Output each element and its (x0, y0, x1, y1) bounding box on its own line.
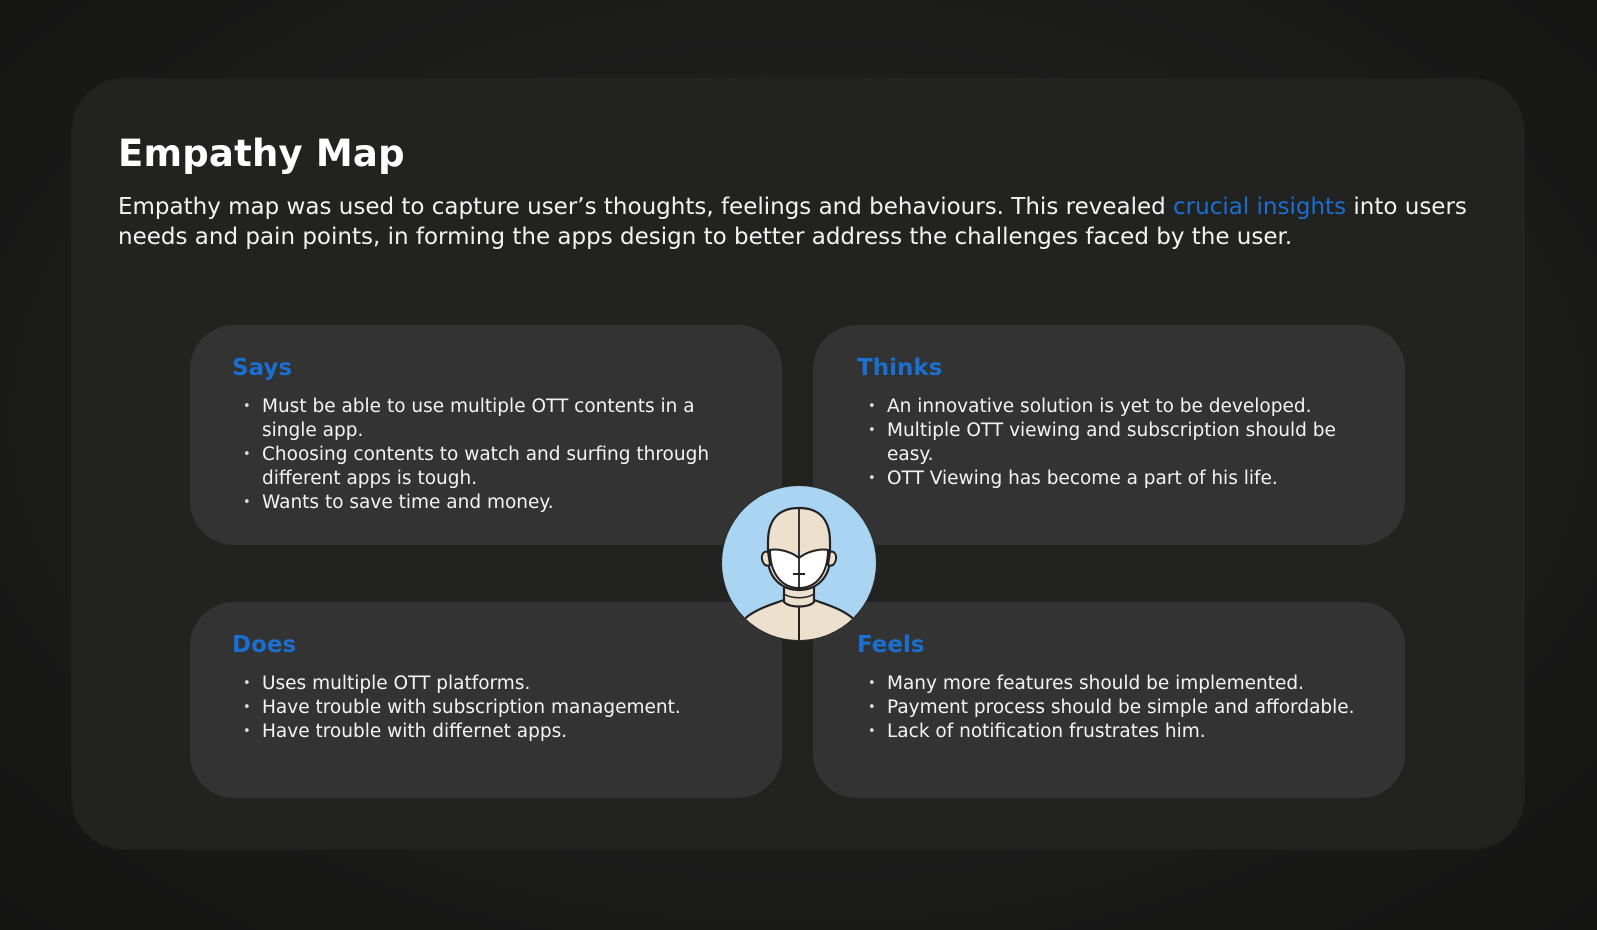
says-item: Choosing contents to watch and surfing t… (243, 443, 742, 491)
does-item: Uses multiple OTT platforms. (243, 672, 742, 696)
intro-highlight: crucial insights (1173, 194, 1347, 220)
feels-list: Many more features should be implemented… (857, 672, 1365, 744)
does-list: Uses multiple OTT platforms. Have troubl… (232, 672, 742, 744)
feels-item: Many more features should be implemented… (868, 672, 1365, 696)
intro-text-end: into users needs and pain points, in for… (118, 194, 1467, 250)
thinks-item: OTT Viewing has become a part of his lif… (868, 467, 1365, 491)
page-title: Empathy Map (118, 132, 405, 175)
does-title: Does (232, 632, 297, 658)
does-card: Does Uses multiple OTT platforms. Have t… (190, 602, 782, 798)
feels-item: Lack of notification frustrates him. (868, 720, 1365, 744)
user-head-icon (721, 485, 877, 641)
feels-title: Feels (857, 632, 925, 658)
does-item: Have trouble with subscription managemen… (243, 696, 742, 720)
says-card: Says Must be able to use multiple OTT co… (190, 325, 782, 545)
intro-text-start: Empathy map was used to capture user’s t… (118, 194, 1174, 220)
thinks-item: Multiple OTT viewing and subscription sh… (868, 419, 1365, 467)
thinks-list: An innovative solution is yet to be deve… (857, 395, 1365, 491)
does-item: Have trouble with differnet apps. (243, 720, 742, 744)
thinks-card: Thinks An innovative solution is yet to … (813, 325, 1405, 545)
says-title: Says (232, 355, 293, 381)
says-list: Must be able to use multiple OTT content… (232, 395, 742, 515)
intro-text: Empathy map was used to capture user’s t… (118, 192, 1468, 252)
thinks-title: Thinks (857, 355, 943, 381)
says-item: Must be able to use multiple OTT content… (243, 395, 742, 443)
feels-item: Payment process should be simple and aff… (868, 696, 1365, 720)
feels-card: Feels Many more features should be imple… (813, 602, 1405, 798)
thinks-item: An innovative solution is yet to be deve… (868, 395, 1365, 419)
says-item: Wants to save time and money. (243, 491, 742, 515)
